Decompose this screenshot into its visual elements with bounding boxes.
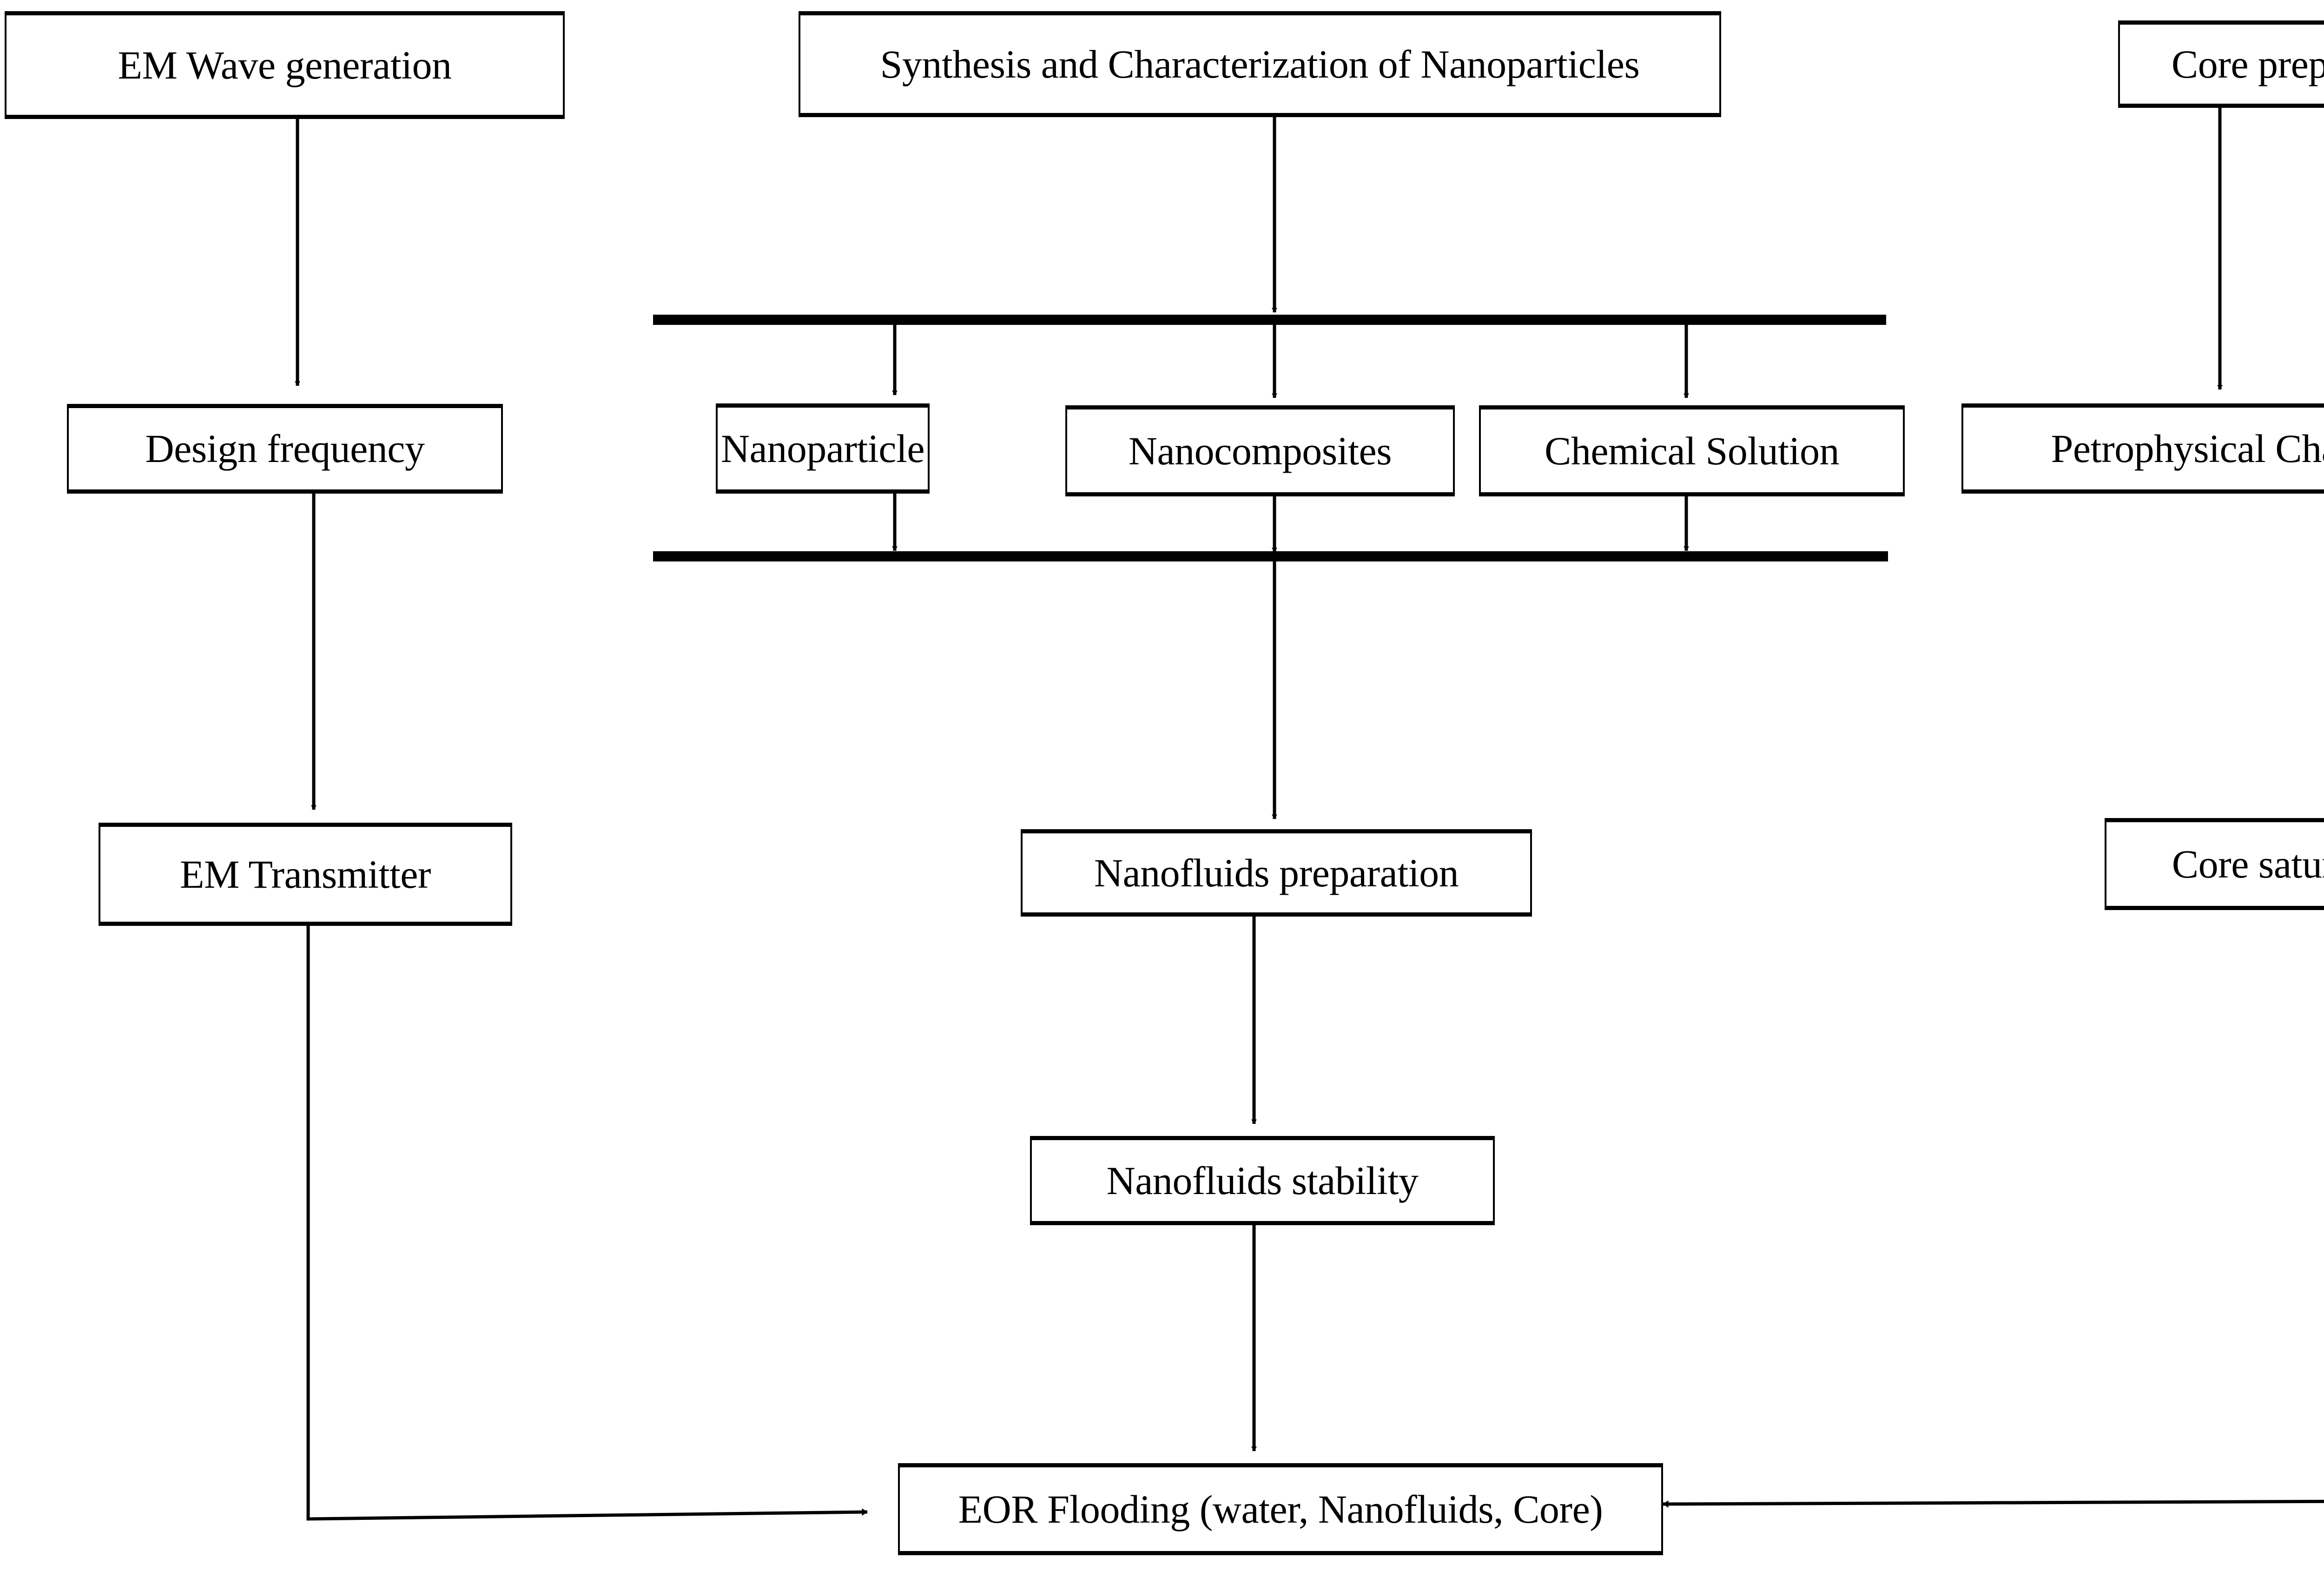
node-chemical-solution[interactable]: Chemical Solution: [1479, 405, 1905, 496]
node-nanocomposites[interactable]: Nanocomposites: [1065, 405, 1455, 496]
node-label: Core preparation: [2171, 41, 2324, 86]
node-label: Petrophysical Characterizations: [2051, 426, 2324, 471]
node-label: EM Transmitter: [179, 852, 431, 897]
node-label: Nanofluids stability: [1106, 1158, 1419, 1203]
node-label: Synthesis and Characterization of Nanopa…: [880, 41, 1640, 86]
node-nanofluids-preparation[interactable]: Nanofluids preparation: [1021, 829, 1532, 917]
node-label: EOR Flooding (water, Nanofluids, Core): [958, 1486, 1603, 1531]
node-core-preparation[interactable]: Core preparation: [2118, 20, 2324, 108]
node-petrophysical-characterizations[interactable]: Petrophysical Characterizations: [1961, 403, 2324, 494]
node-label: Core saturation with oil: [2172, 841, 2324, 886]
node-em-wave-generation[interactable]: EM Wave generation: [5, 11, 565, 119]
connector-emtransmitter-to-eor: [306, 926, 868, 1521]
node-synthesis-characterization[interactable]: Synthesis and Characterization of Nanopa…: [799, 11, 1721, 117]
node-em-transmitter[interactable]: EM Transmitter: [99, 823, 512, 926]
node-label: EM Wave generation: [118, 42, 452, 87]
node-nanoparticle[interactable]: Nanoparticle: [716, 403, 930, 494]
connector-coresaturation-to-eor: [1663, 1499, 2324, 1508]
node-eor-flooding[interactable]: EOR Flooding (water, Nanofluids, Core): [898, 1463, 1663, 1555]
node-label: Chemical Solution: [1544, 428, 1840, 473]
node-label: Design frequency: [145, 426, 425, 471]
node-label: Nanocomposites: [1128, 428, 1392, 473]
node-core-saturation-with-oil[interactable]: Core saturation with oil: [2105, 818, 2324, 910]
node-design-frequency[interactable]: Design frequency: [67, 404, 503, 494]
node-nanofluids-stability[interactable]: Nanofluids stability: [1030, 1136, 1495, 1225]
node-label: Nanoparticle: [720, 426, 925, 471]
node-label: Nanofluids preparation: [1094, 850, 1459, 895]
